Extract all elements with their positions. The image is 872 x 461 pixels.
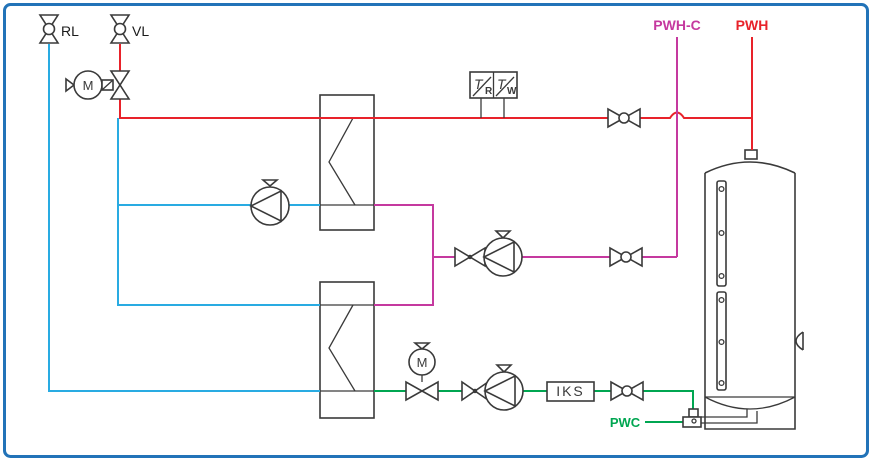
heat-exchanger-1 [319,94,375,231]
tank-internal-pipe [701,409,758,424]
motor-mixing-valve-icon: M [65,70,131,100]
label-pwh-c: PWH-C [653,17,700,33]
primary-pump-icon [249,179,290,226]
circulation-pump-icon [482,230,523,277]
iks-device: IKS [546,381,595,402]
thermostat-limiter-t: T [497,76,507,92]
thermostat-controller-sub: R [485,86,493,97]
thermostat-controller-cell: T R [472,76,493,97]
label-pwh: PWH [736,17,769,33]
motor-charging-label: M [417,355,428,370]
thermostat-box: T R T W [469,71,518,118]
motor-mixing-label: M [83,78,94,93]
tank-inlet-fitting [682,408,758,428]
charging-pump-icon [483,364,524,411]
tank-dished-bottom [704,396,796,410]
circulation-check-valve-icon [454,246,486,268]
iks-label: IKS [556,383,585,399]
storage-tank [704,149,804,430]
label-pwc: PWC [610,415,641,430]
cold-water-balancing-valve-icon [610,380,644,402]
tank-top-fitting [744,149,758,160]
circulation-balancing-valve-icon [609,246,643,268]
tank-skirt [704,397,796,430]
label-vl: VL [132,23,149,39]
thermostat-limiter-sub: W [507,86,517,97]
tank-dome [704,161,796,174]
hot-supply-balancing-valve-icon [607,107,641,129]
thermostat-limiter-cell: T W [495,76,517,97]
tank-handhole [795,331,804,351]
supply-line-valve-icon [109,14,131,44]
thermostat-controller-t: T [474,76,484,92]
tank-sensor-strip-upper [716,180,727,287]
motor-charging-valve-icon: M [405,342,439,402]
return-line-valve-icon [38,14,60,44]
label-rl: RL [61,23,79,39]
heat-exchanger-2 [319,281,375,419]
tank-sensor-strip-lower [716,291,727,391]
